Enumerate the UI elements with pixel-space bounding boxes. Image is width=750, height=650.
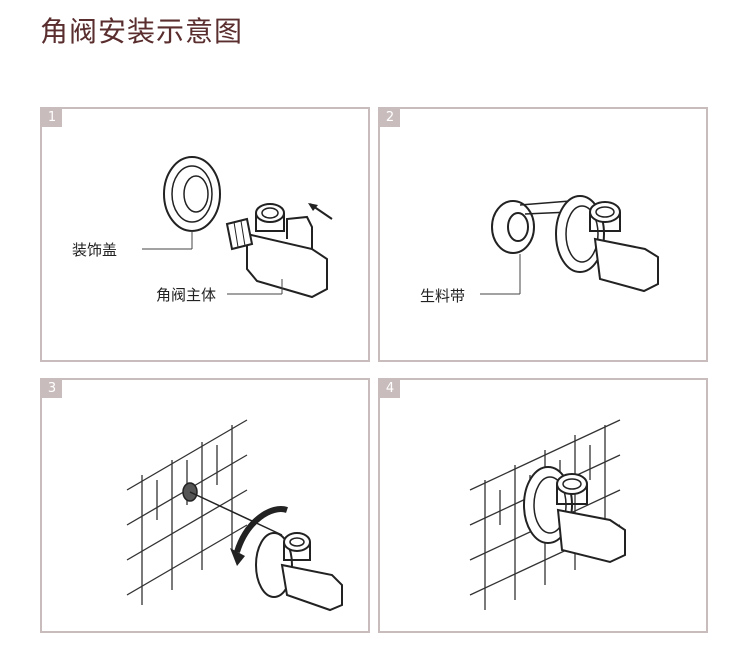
step-number: 2 (380, 109, 400, 127)
step-2-panel: 2 生料带 (378, 107, 708, 362)
tape-label: 生料带 (418, 285, 468, 306)
cover-label: 装饰盖 (70, 239, 120, 260)
step-2-illustration (480, 195, 659, 295)
step-1-panel: 1 装饰盖 角阀主体 (40, 107, 370, 362)
page-title: 角阀安装示意图 (40, 15, 244, 48)
step-4-panel: 4 (378, 378, 708, 633)
step-number: 1 (42, 109, 62, 127)
step-number: 4 (380, 380, 400, 398)
step-3-illustration (126, 419, 343, 612)
valve-body-label: 角阀主体 (154, 284, 219, 305)
step-4-illustration (469, 419, 626, 610)
step-3-panel: 3 (40, 378, 370, 633)
step-number: 3 (42, 380, 62, 398)
step-1-illustration (142, 156, 333, 299)
